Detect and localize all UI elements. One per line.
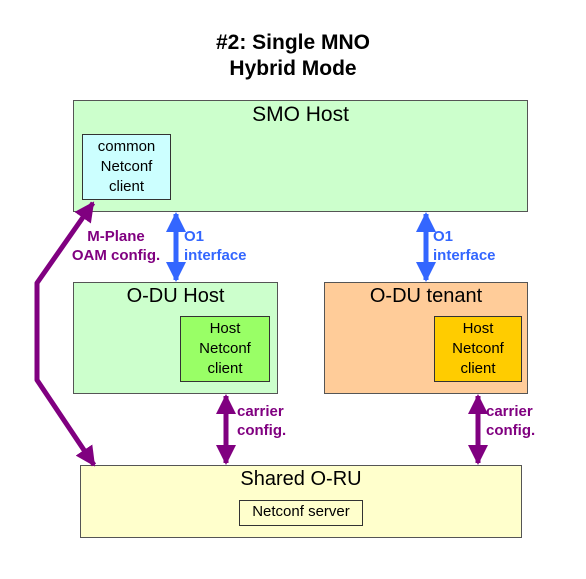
smo-client-line3: client: [108, 178, 145, 195]
shared-oru-label: Shared O-RU: [240, 468, 362, 490]
odu-host-client-line3: client: [207, 360, 243, 377]
mplane-line2: OAM config.: [71, 247, 161, 264]
smo-client-line2: Netconf: [100, 158, 153, 175]
o1-left-line1: O1: [184, 228, 205, 245]
diagram-title-line1: #2: Single MNO: [215, 31, 371, 54]
carrier-right-line1: carrier: [486, 403, 533, 420]
carrier-right-line2: config.: [486, 422, 536, 439]
odu-tenant-client-line3: client: [460, 360, 496, 377]
smo-client-line1: common: [97, 138, 156, 155]
odu-tenant-box: O-DU tenant Host Netconf client: [324, 282, 528, 394]
common-netconf-client: common Netconf client: [82, 134, 171, 200]
o1-interface-left-label: O1 interface: [184, 227, 247, 265]
carrier-left-line1: carrier: [237, 403, 284, 420]
o1-left-line2: interface: [184, 247, 247, 264]
odu-host-label: O-DU Host: [126, 285, 225, 307]
mplane-label: M-Plane OAM config.: [66, 227, 166, 265]
o1-right-line1: O1: [433, 228, 454, 245]
carrier-left-line2: config.: [237, 422, 287, 439]
mplane-line1: M-Plane: [87, 228, 145, 245]
odu-tenant-client-line1: Host: [462, 320, 494, 337]
carrier-config-left-label: carrier config.: [237, 402, 286, 440]
netconf-server: Netconf server: [239, 500, 363, 526]
mplane-arrow: [34, 201, 97, 467]
odu-tenant-netconf-client: Host Netconf client: [434, 316, 522, 382]
diagram-title-line2: Hybrid Mode: [229, 57, 357, 80]
shared-oru-box: Shared O-RU Netconf server: [80, 465, 522, 538]
odu-host-client-line2: Netconf: [199, 340, 251, 357]
odu-tenant-client-line2: Netconf: [452, 340, 504, 357]
smo-host-label: SMO Host: [252, 103, 349, 126]
odu-host-netconf-client: Host Netconf client: [180, 316, 270, 382]
odu-tenant-label: O-DU tenant: [369, 285, 483, 307]
carrier-config-right-label: carrier config.: [486, 402, 535, 440]
smo-host-box: SMO Host common Netconf client: [73, 100, 528, 212]
o1-right-line2: interface: [433, 247, 496, 264]
odu-host-client-line1: Host: [209, 320, 241, 337]
odu-host-box: O-DU Host Host Netconf client: [73, 282, 278, 394]
o1-interface-right-label: O1 interface: [433, 227, 496, 265]
